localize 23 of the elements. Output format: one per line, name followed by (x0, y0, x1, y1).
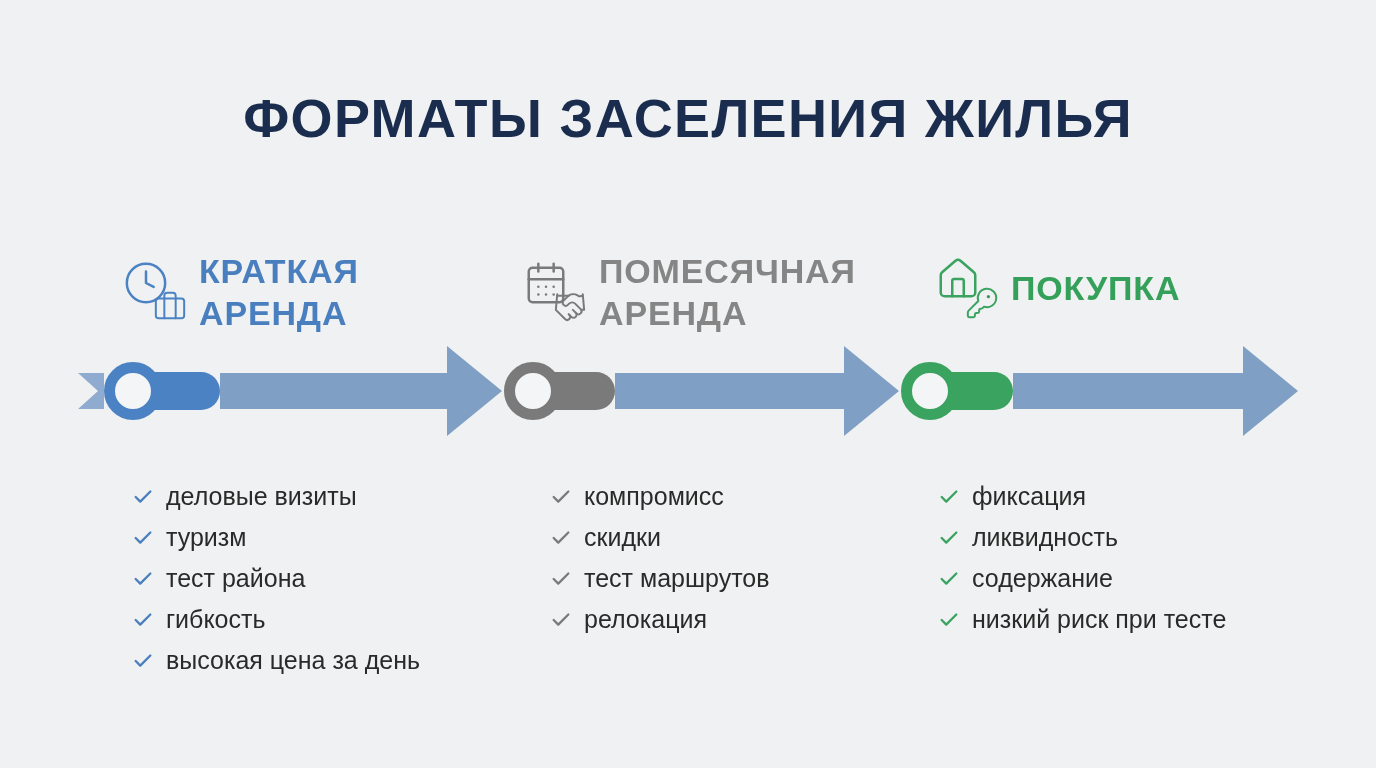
arrow (1013, 346, 1298, 436)
arrow (220, 346, 502, 436)
arrow (615, 346, 899, 436)
ring-marker (901, 362, 1013, 420)
list-item: тест маршрутов (584, 562, 770, 594)
list-item: низкий риск при тесте (972, 603, 1227, 635)
list-item: деловые визиты (166, 480, 357, 512)
ring-marker (504, 362, 615, 420)
list-item: релокация (584, 603, 707, 635)
list-item: высокая цена за день (166, 644, 421, 676)
list-item: фиксация (972, 480, 1086, 512)
list-item: гибкость (166, 603, 266, 635)
stage-heading: ПОКУПКА (1011, 268, 1182, 309)
list-item: туризм (166, 521, 247, 553)
list-item: компромисс (584, 480, 724, 512)
stage-heading: КРАТКАЯ АРЕНДА (199, 251, 360, 334)
title: ФОРМАТЫ ЗАСЕЛЕНИЯ ЖИЛЬЯ (243, 87, 1133, 150)
list-item: скидки (584, 521, 661, 553)
list-item: тест района (166, 562, 306, 594)
stage-heading: ПОМЕСЯЧНАЯ АРЕНДА (599, 251, 857, 334)
ring-marker (104, 362, 220, 420)
list-item: ликвидность (972, 521, 1118, 553)
list-item: содержание (972, 562, 1113, 594)
